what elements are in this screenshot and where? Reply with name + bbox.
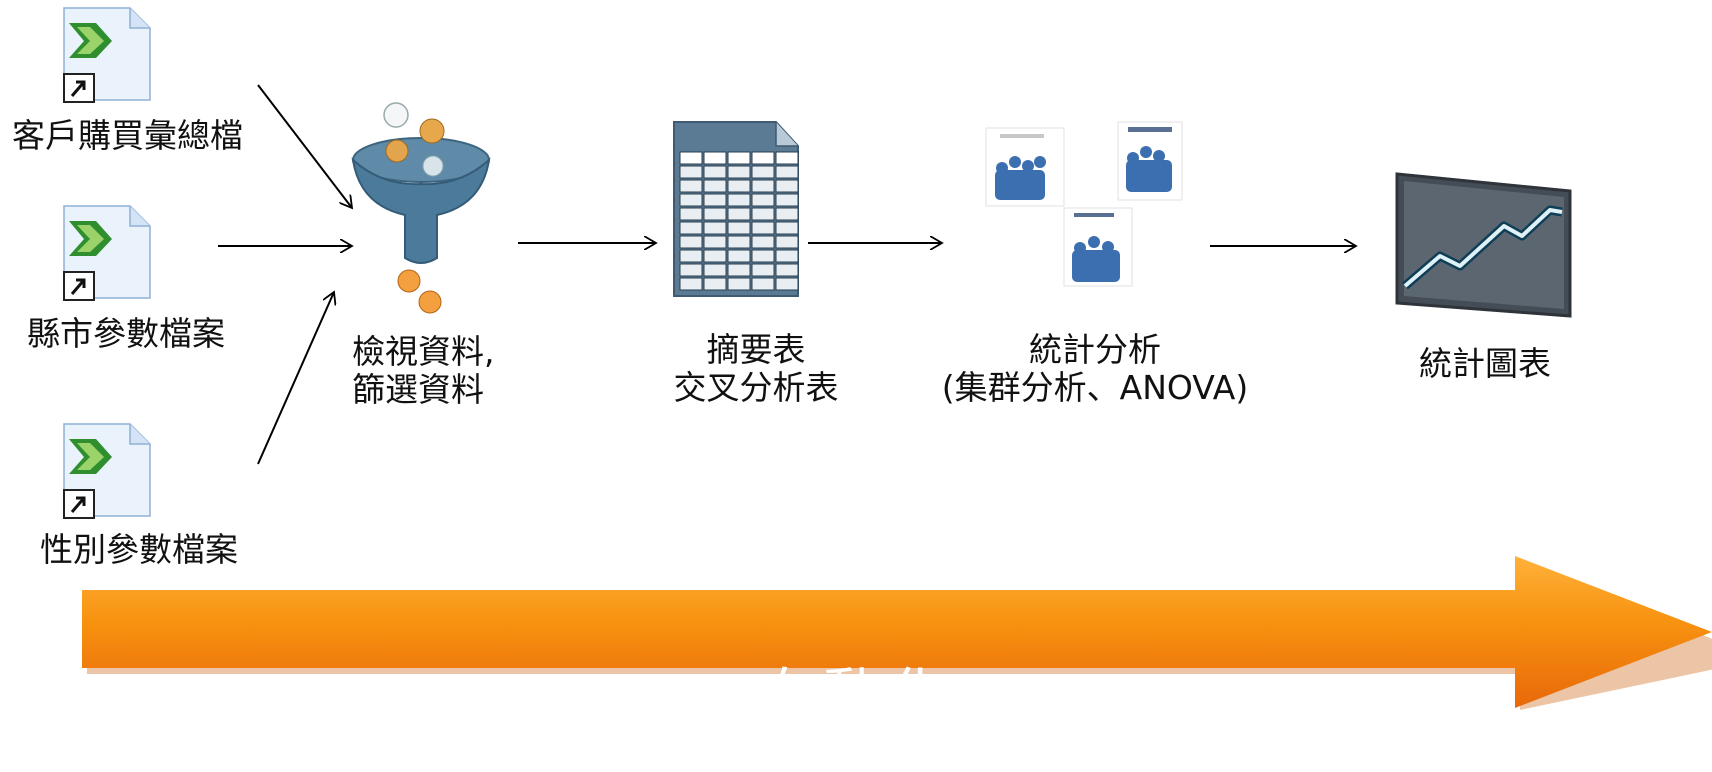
spreadsheet-cell (775, 207, 799, 221)
spreadsheet-cell (727, 263, 751, 277)
spreadsheet-cell (775, 151, 799, 165)
spreadsheet-cell (703, 165, 727, 179)
spreadsheet-cell (727, 235, 751, 249)
input-label-customer-purchase: 客戶購買彙總檔 (12, 116, 243, 155)
step-filter-label-1: 檢視資料, (352, 332, 495, 371)
spreadsheet-cell (679, 207, 703, 221)
spreadsheet-cell (679, 151, 703, 165)
spreadsheet-cell (703, 249, 727, 263)
excel-shortcut-icon[interactable] (63, 205, 151, 301)
spreadsheet-cell (751, 221, 775, 235)
excel-shortcut-icon[interactable] (63, 423, 151, 519)
spreadsheet-cell (679, 235, 703, 249)
spreadsheet-cell (679, 179, 703, 193)
spreadsheet-cell (703, 193, 727, 207)
spreadsheet-cell (703, 263, 727, 277)
spreadsheet-cell (727, 151, 751, 165)
step-stats-label-2: (集群分析、ANOVA) (941, 368, 1249, 407)
spreadsheet-cell (703, 151, 727, 165)
line-chart-monitor-icon (1395, 172, 1572, 318)
spreadsheet-cell (775, 179, 799, 193)
spreadsheet-cell (679, 277, 703, 291)
spreadsheet-cell (679, 263, 703, 277)
spreadsheet-cell (775, 165, 799, 179)
automation-banner-label: 自動化 (757, 663, 955, 728)
excel-shortcut-icon[interactable] (63, 7, 151, 103)
spreadsheet-cell (751, 179, 775, 193)
spreadsheet-cell (751, 277, 775, 291)
spreadsheet-cell (751, 235, 775, 249)
spreadsheet-cell (679, 193, 703, 207)
arrow-input1-to-filter (257, 84, 352, 208)
arrow-input3-to-filter (257, 292, 334, 465)
input-label-gender-params: 性別參數檔案 (40, 530, 238, 569)
spreadsheet-cell (703, 179, 727, 193)
cluster-analysis-icon (985, 121, 1183, 287)
spreadsheet-cell (679, 221, 703, 235)
spreadsheet-cell (727, 207, 751, 221)
spreadsheet-cell (751, 165, 775, 179)
spreadsheet-cell (751, 249, 775, 263)
spreadsheet-cell (727, 193, 751, 207)
spreadsheet-cell (775, 277, 799, 291)
spreadsheet-cell (727, 277, 751, 291)
step-summary-label-1: 摘要表 (706, 330, 806, 369)
step-chart-label: 統計圖表 (1419, 344, 1551, 383)
spreadsheet-cell (727, 249, 751, 263)
step-stats-label-1: 統計分析 (1029, 330, 1161, 369)
spreadsheet-cell (775, 235, 799, 249)
input-label-county-params: 縣市參數檔案 (27, 314, 225, 353)
spreadsheet-cell (679, 165, 703, 179)
spreadsheet-cell (679, 249, 703, 263)
spreadsheet-cell (751, 207, 775, 221)
spreadsheet-cell (751, 193, 775, 207)
spreadsheet-cell (751, 263, 775, 277)
spreadsheet-cell (775, 263, 799, 277)
spreadsheet-icon (673, 121, 799, 297)
spreadsheet-cell (751, 151, 775, 165)
spreadsheet-cell (727, 179, 751, 193)
spreadsheet-cell (703, 221, 727, 235)
automation-banner-arrow (82, 556, 1712, 710)
funnel-icon (351, 102, 491, 314)
step-summary-label-2: 交叉分析表 (673, 368, 839, 407)
spreadsheet-cell (775, 193, 799, 207)
spreadsheet-cell (727, 221, 751, 235)
spreadsheet-cell (775, 249, 799, 263)
spreadsheet-cell (775, 221, 799, 235)
spreadsheet-cell (727, 165, 751, 179)
step-filter-label-2: 篩選資料 (352, 370, 484, 409)
spreadsheet-cell (703, 207, 727, 221)
spreadsheet-cell (703, 235, 727, 249)
spreadsheet-grid (679, 151, 799, 291)
spreadsheet-cell (703, 277, 727, 291)
